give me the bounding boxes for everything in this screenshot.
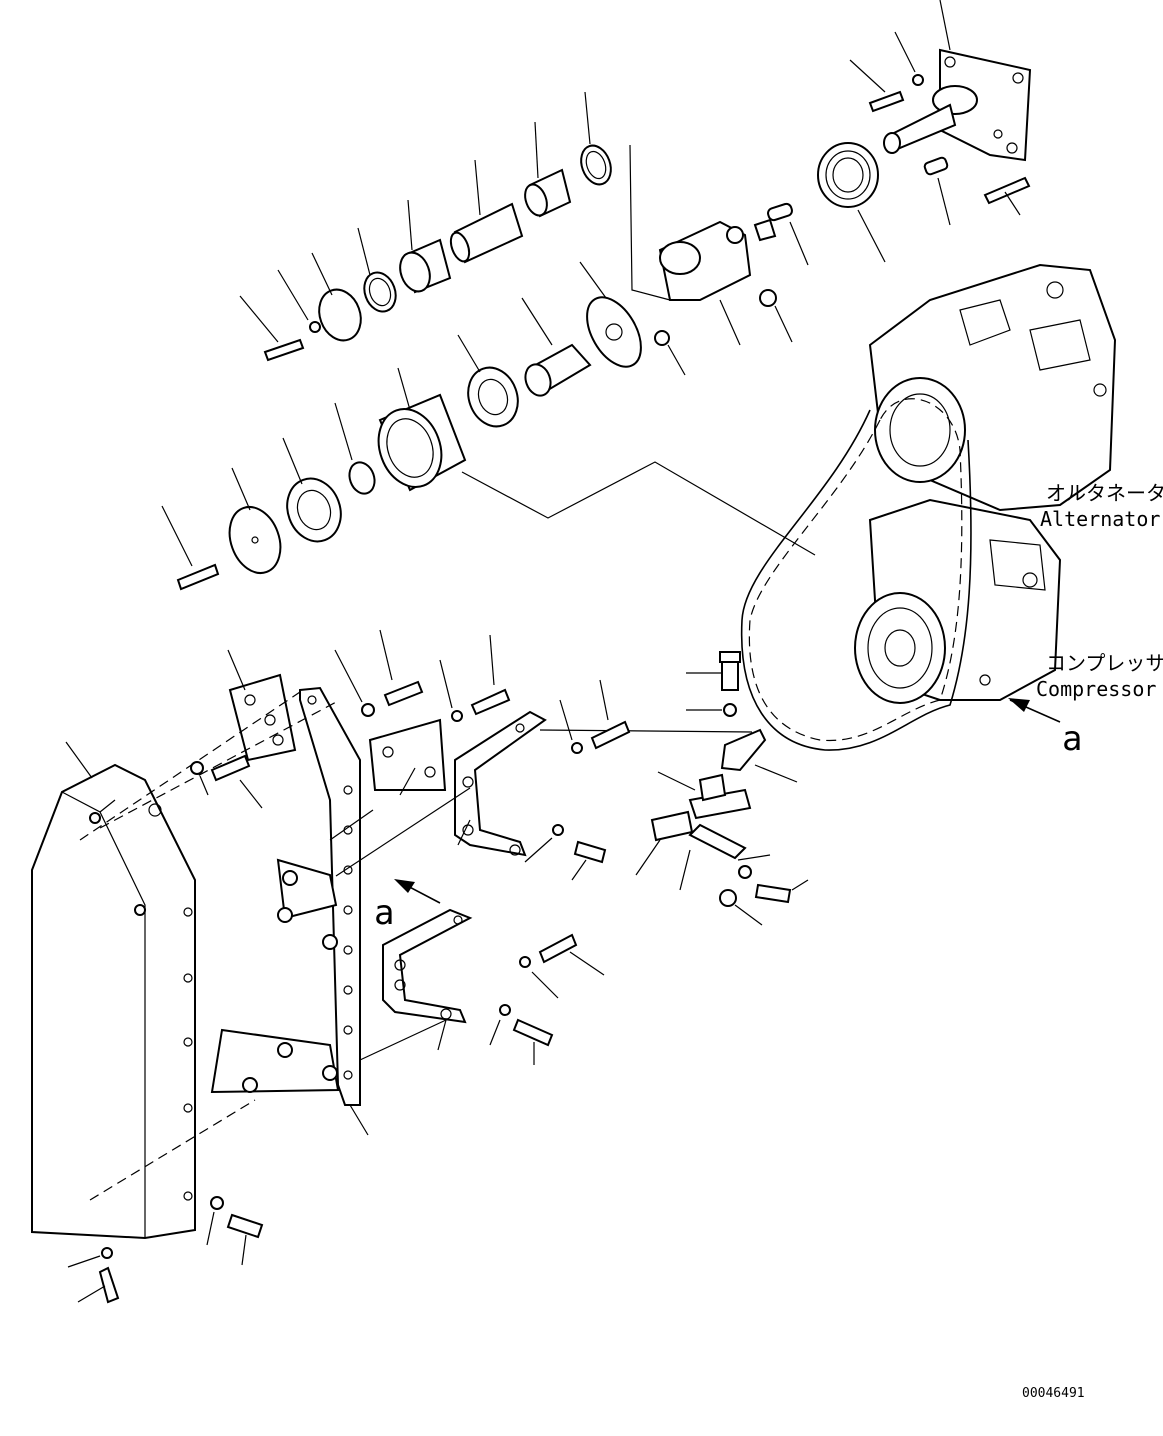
compressor-mount-parts — [539, 651, 809, 926]
assembly-line-6 — [329, 809, 374, 841]
mount-block — [227, 649, 297, 762]
assembly-line-3 — [89, 1099, 256, 1201]
compressor-label-en: Compressor — [1036, 677, 1156, 701]
arm-pin — [767, 202, 809, 266]
flange-bolt-top — [849, 31, 924, 113]
drive-belt-outer — [740, 409, 972, 751]
bracket-plate — [368, 718, 447, 796]
compressor — [854, 498, 1062, 704]
lower-bracket — [382, 908, 473, 1051]
tension-spring — [817, 142, 886, 263]
arm-nut — [759, 289, 793, 343]
assembly-line-5 — [359, 1019, 447, 1061]
bracket-fasteners — [67, 629, 631, 1304]
flange-bolt-bottom — [983, 176, 1031, 216]
view-a-label: a — [1062, 719, 1082, 759]
upper-bracket — [454, 710, 547, 857]
tensioner-bracket-flange — [883, 0, 1032, 162]
drive-belt — [748, 398, 963, 742]
assembly-line-2 — [99, 699, 341, 829]
view-arrow-a-center — [394, 879, 441, 904]
view-a-mark: a — [374, 893, 394, 933]
idler-pulley-assembly — [161, 261, 642, 591]
frame-bracket — [210, 686, 369, 1136]
bushing-row-upper — [239, 91, 612, 362]
dowel-pin — [923, 156, 951, 226]
belt-cover — [31, 741, 196, 1240]
view-arrow-a — [1008, 698, 1061, 723]
tensioner-arm — [658, 218, 777, 346]
leader-pulley-to-belt — [461, 461, 816, 556]
grease-fitting — [654, 330, 686, 376]
assembly-line-1 — [79, 691, 301, 841]
alternator-label-jp: オルタネータ — [1046, 481, 1163, 505]
leader-spacer — [629, 144, 671, 301]
drawing-number: 00046491 — [1022, 1386, 1085, 1401]
alternator — [868, 263, 1117, 512]
alternator-label-en: Alternator — [1040, 507, 1160, 531]
assembly-line-4 — [335, 787, 471, 877]
compressor-label-jp: コンプレッサ — [1046, 651, 1163, 675]
